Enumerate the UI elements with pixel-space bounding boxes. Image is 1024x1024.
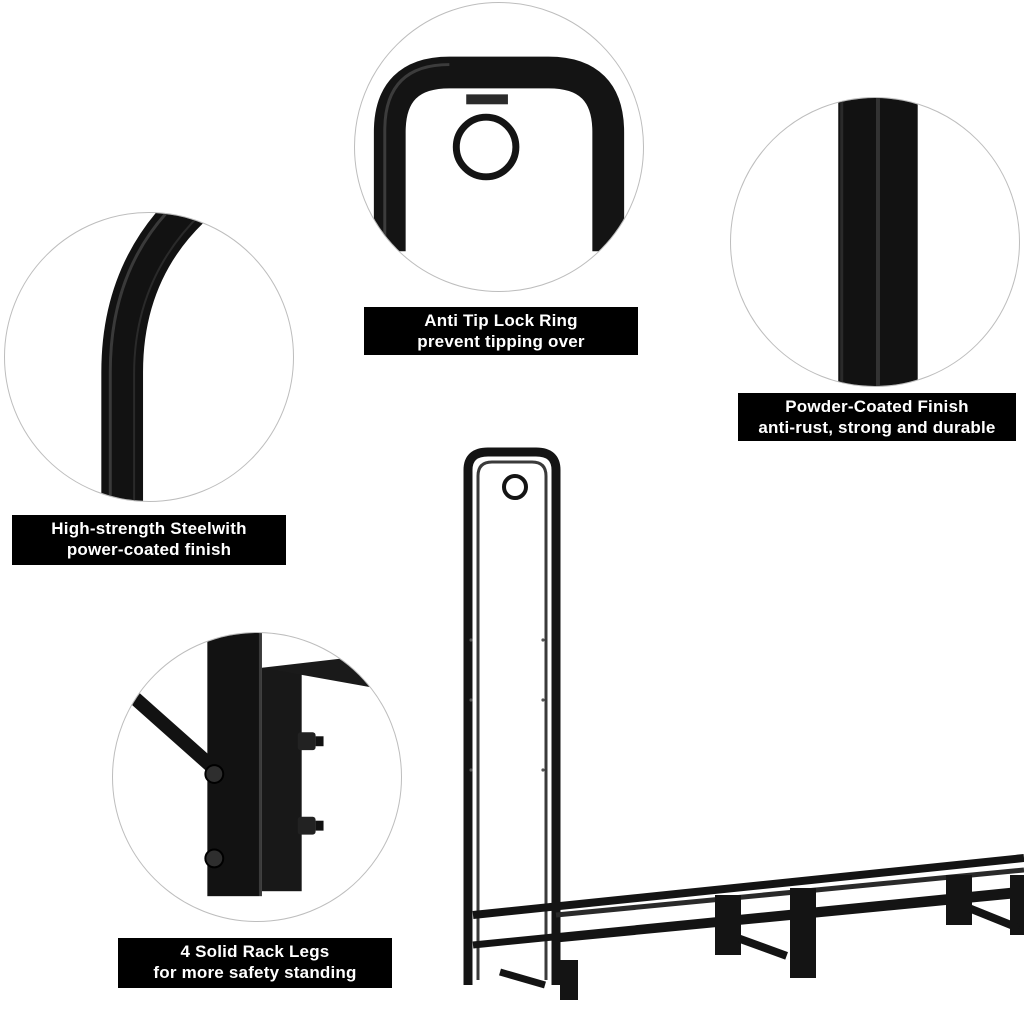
powder-coat-subtitle: anti-rust, strong and durable <box>758 418 996 437</box>
lock-ring-subtitle: prevent tipping over <box>417 332 585 351</box>
lock-ring-detail-icon <box>373 56 625 252</box>
legs-subtitle: for more safety standing <box>153 963 357 982</box>
legs-label: 4 Solid Rack Legs for more safety standi… <box>118 938 392 988</box>
lock-ring-detail-circle <box>354 2 644 292</box>
steel-title: High-strength Steelwith <box>51 519 247 538</box>
legs-title: 4 Solid Rack Legs <box>180 942 330 961</box>
powder-coat-title: Powder-Coated Finish <box>785 397 969 416</box>
curved-tube-detail-circle <box>4 212 294 502</box>
curved-tube-detail-icon <box>101 213 204 501</box>
rack-leg-detail-icon <box>118 633 401 897</box>
square-tube-detail-circle <box>730 97 1020 387</box>
rack-leg-detail-circle <box>112 632 402 922</box>
steel-subtitle: power-coated finish <box>66 540 232 559</box>
lock-ring-title: Anti Tip Lock Ring <box>424 311 578 330</box>
lock-ring-label: Anti Tip Lock Ring prevent tipping over <box>364 307 638 355</box>
square-tube-detail-icon <box>838 98 918 386</box>
steel-label: High-strength Steelwith power-coated fin… <box>12 515 286 565</box>
powder-coat-label: Powder-Coated Finish anti-rust, strong a… <box>738 393 1016 441</box>
